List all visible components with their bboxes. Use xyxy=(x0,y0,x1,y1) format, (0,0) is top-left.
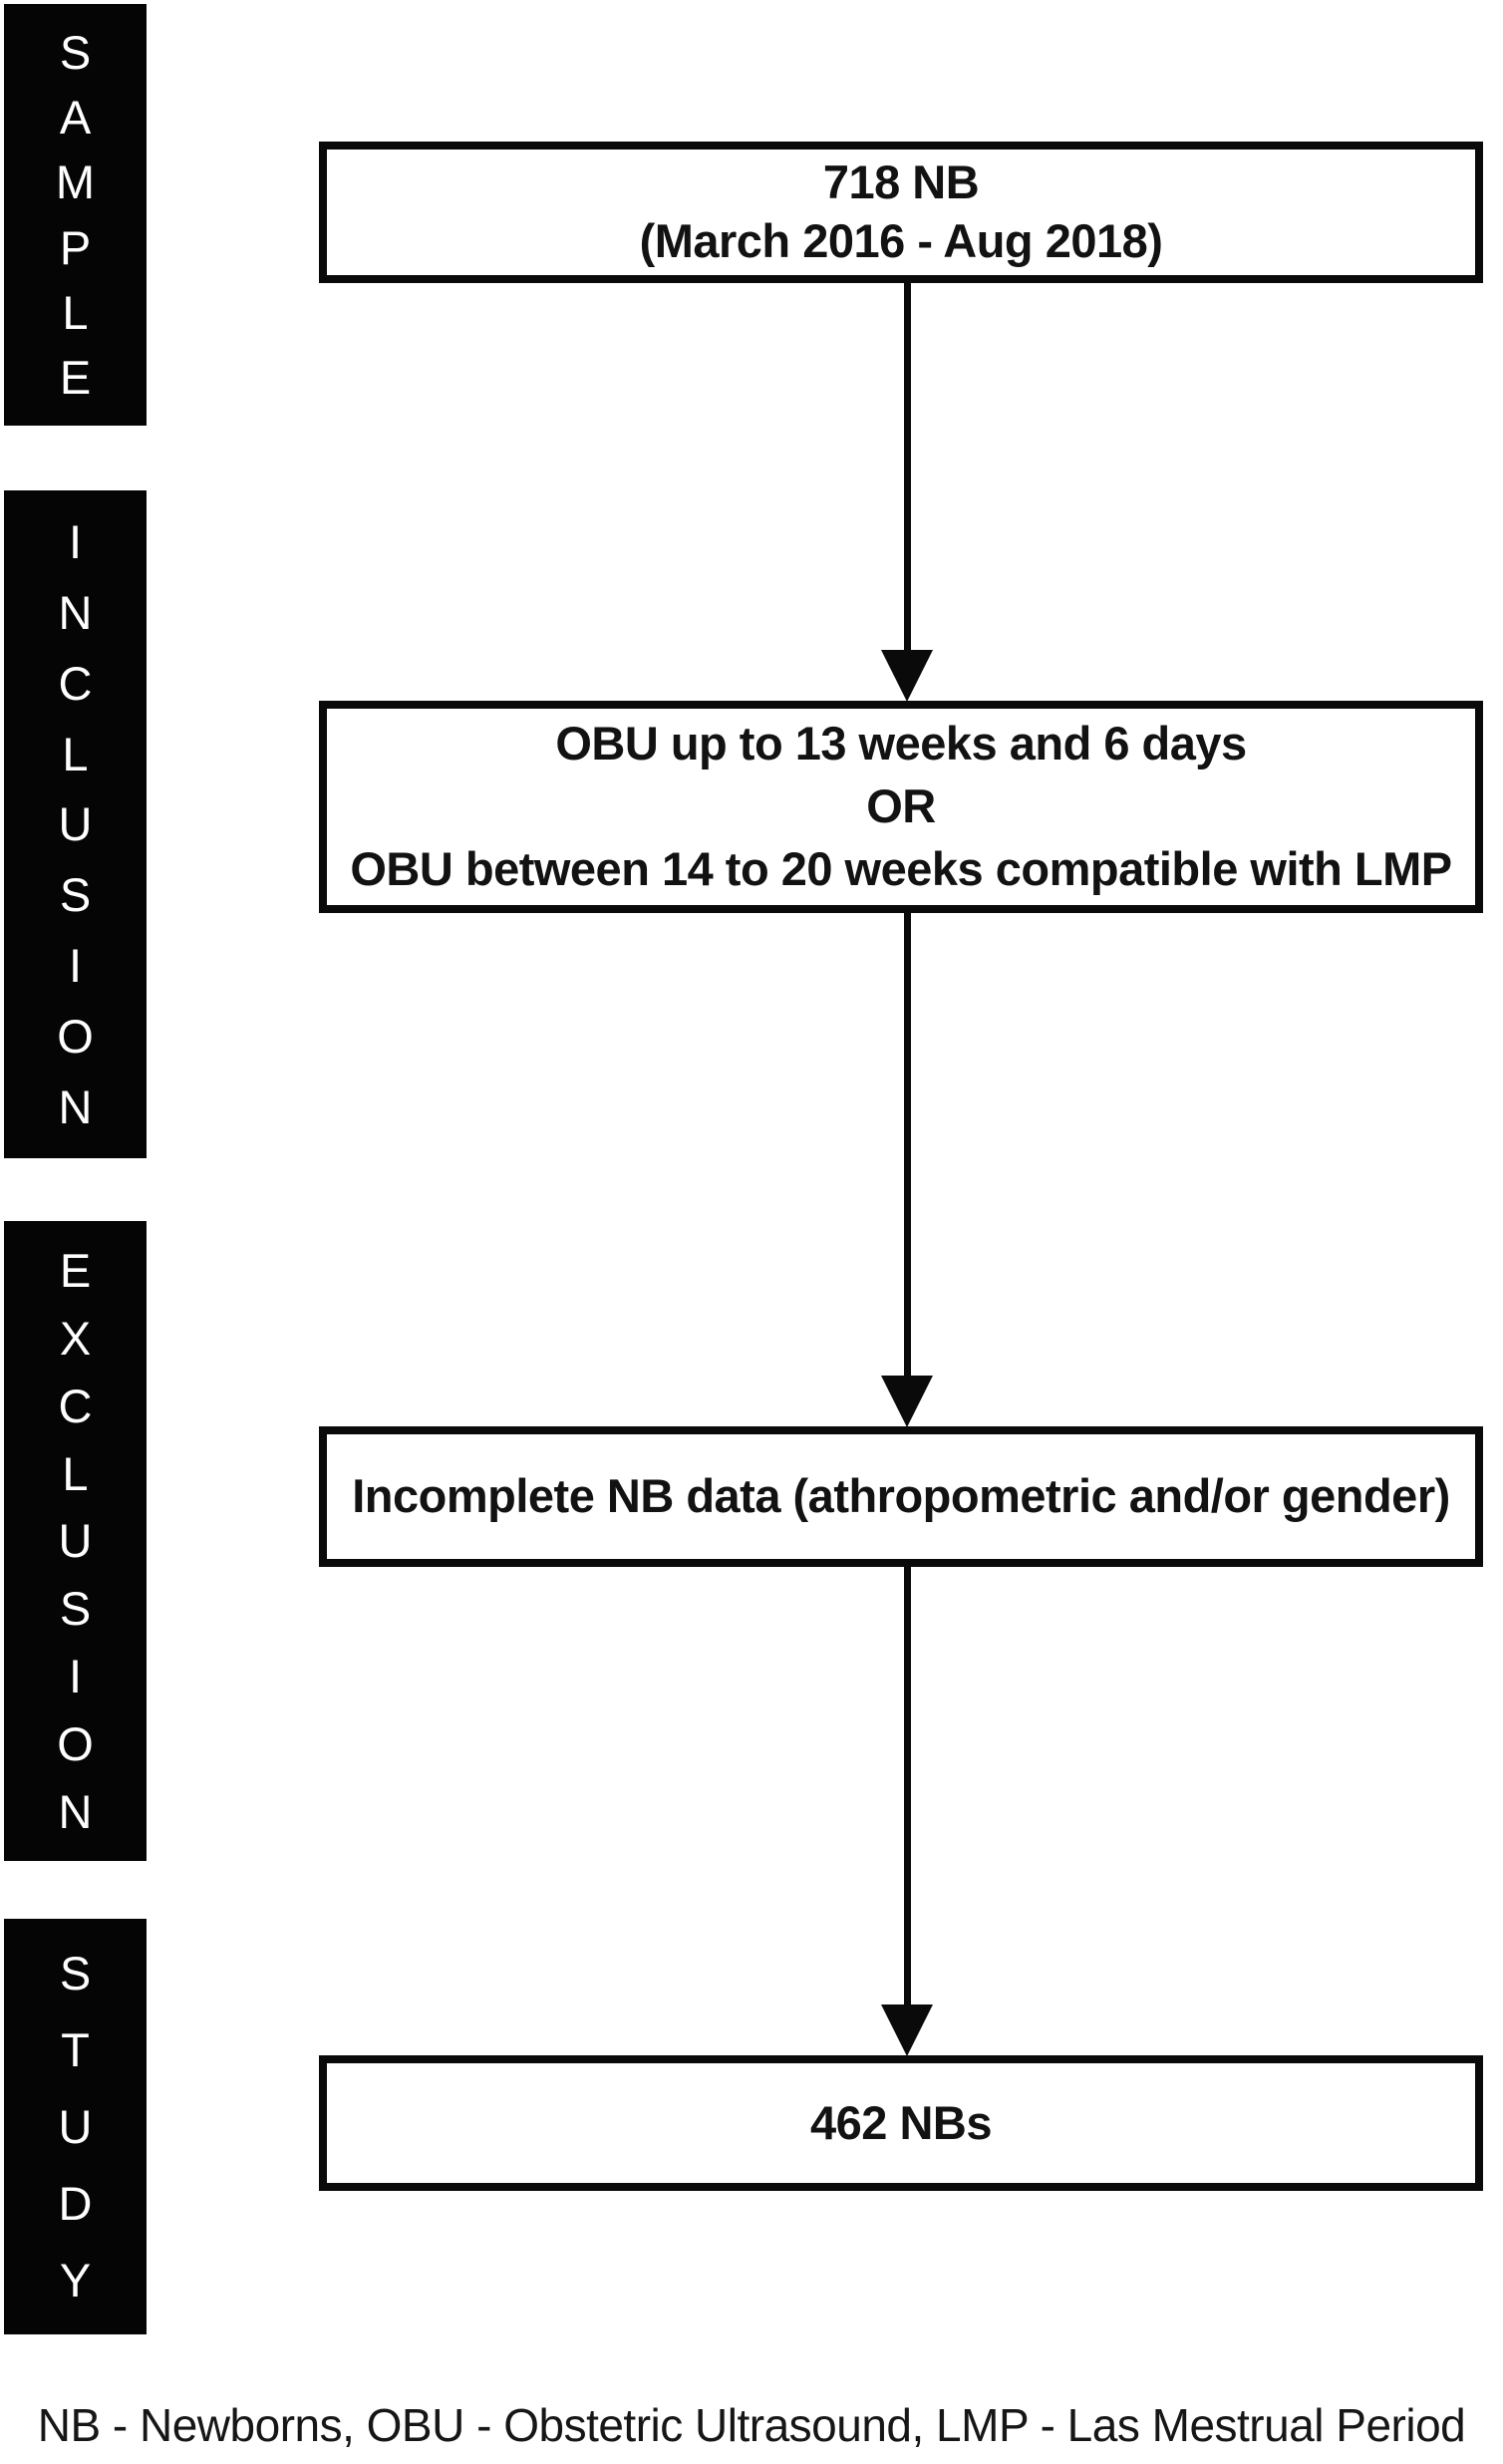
vertical-letter: U xyxy=(58,1514,93,1568)
vertical-letter: N xyxy=(58,1079,93,1133)
vertical-letter: E xyxy=(59,1244,92,1298)
vertical-letter: N xyxy=(58,1784,93,1838)
vertical-letter: Y xyxy=(59,2254,92,2307)
vertical-letter: A xyxy=(59,91,92,145)
vertical-letter: P xyxy=(59,220,92,274)
vertical-letter: S xyxy=(59,1947,92,2000)
inclusion-criterion-2-text: OBU between 14 to 20 weeks compatible wi… xyxy=(350,842,1452,896)
arrow-shaft xyxy=(903,283,911,650)
vertical-letter: O xyxy=(57,1716,94,1770)
vertical-letter: S xyxy=(59,868,92,922)
vertical-letter: T xyxy=(61,2023,90,2076)
vertical-letter: S xyxy=(59,1582,92,1636)
arrow-down-icon xyxy=(881,650,933,702)
flow-box-inclusion-criteria: OBU up to 13 weeks and 6 days OR OBU bet… xyxy=(319,701,1483,913)
flow-arrow-2 xyxy=(881,913,933,1427)
vertical-letter: I xyxy=(68,939,83,993)
vertical-letter: L xyxy=(62,727,89,780)
vertical-letter: U xyxy=(58,797,93,851)
vertical-letter: C xyxy=(58,656,93,710)
vertical-letter: I xyxy=(68,1649,83,1702)
vertical-letter: O xyxy=(57,1010,94,1064)
abbreviation-legend: NB - Newborns, OBU - Obstetric Ultrasoun… xyxy=(37,2399,1466,2451)
final-count-text: 462 NBs xyxy=(810,2095,993,2149)
vertical-letter: L xyxy=(62,1446,89,1500)
flow-arrow-1 xyxy=(881,283,933,702)
vertical-letter: M xyxy=(55,155,96,209)
flow-arrow-3 xyxy=(881,1567,933,2056)
vertical-letter: S xyxy=(59,26,92,80)
vertical-letter: C xyxy=(58,1379,93,1432)
vertical-letter: N xyxy=(58,585,93,639)
arrow-down-icon xyxy=(881,1376,933,1427)
flow-box-final-sample: 462 NBs xyxy=(319,2055,1483,2191)
inclusion-or-text: OR xyxy=(866,779,936,833)
vertical-letter: L xyxy=(62,285,89,339)
sample-period-text: (March 2016 - Aug 2018) xyxy=(639,214,1163,268)
arrow-shaft xyxy=(903,1567,911,2004)
arrow-down-icon xyxy=(881,2004,933,2056)
inclusion-criterion-1-text: OBU up to 13 weeks and 6 days xyxy=(555,717,1247,770)
vertical-letter: I xyxy=(68,514,83,568)
vertical-letter: X xyxy=(59,1312,92,1366)
sample-count-text: 718 NB xyxy=(822,155,980,209)
vertical-letter: D xyxy=(58,2177,93,2230)
vertical-letter: U xyxy=(58,2100,93,2153)
vertical-letter: E xyxy=(59,350,92,404)
flow-box-exclusion-criteria: Incomplete NB data (athropometric and/or… xyxy=(319,1426,1483,1567)
exclusion-criterion-text: Incomplete NB data (athropometric and/or… xyxy=(352,1469,1450,1523)
flow-box-initial-sample: 718 NB (March 2016 - Aug 2018) xyxy=(319,142,1483,283)
arrow-shaft xyxy=(903,913,911,1376)
